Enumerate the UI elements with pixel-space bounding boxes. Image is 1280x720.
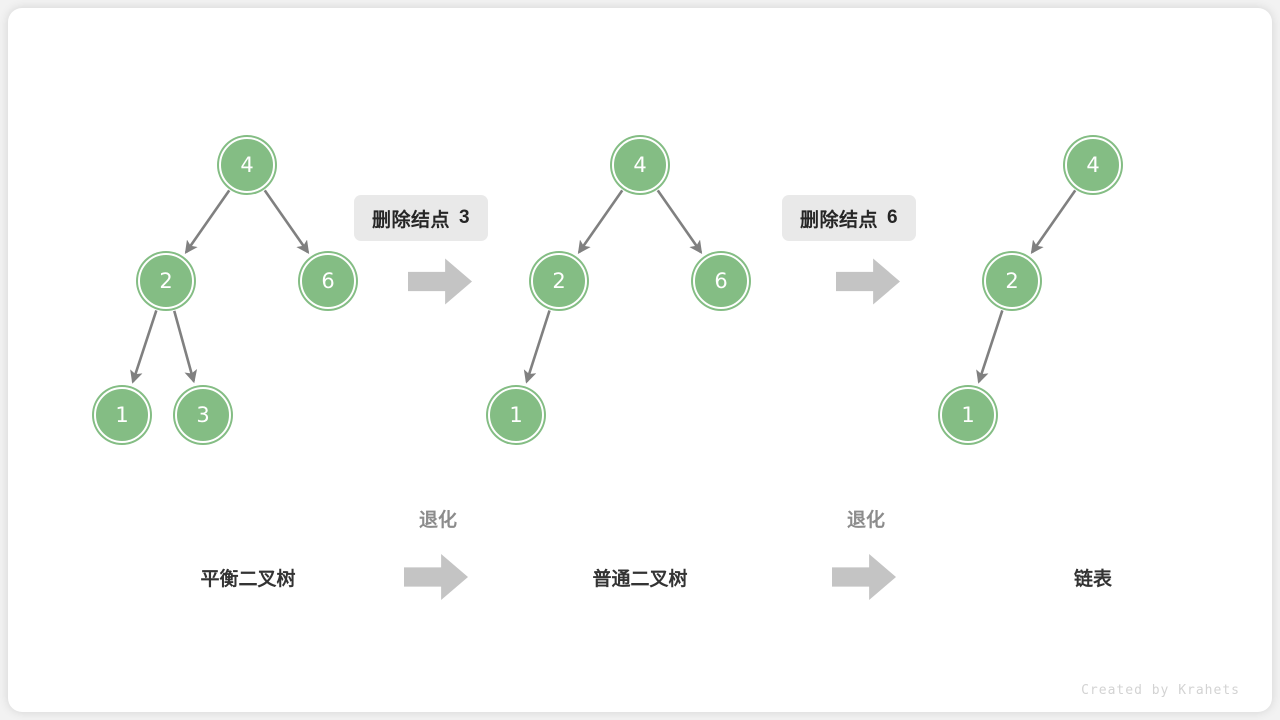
tree-caption-balanced-bst: 平衡二叉树 [200, 569, 296, 590]
degeneration-label-delete-3: 退化 [418, 510, 458, 531]
tree-edge-linked-list-4-2 [1030, 189, 1077, 255]
figure-card [8, 8, 1272, 712]
badge-number-delete-6: 6 [887, 207, 899, 228]
degeneration-label-delete-6: 退化 [846, 510, 886, 531]
tree-node-linked-list-1: 1 [940, 387, 996, 443]
tree-caption-ordinary-bst: 普通二叉树 [592, 569, 688, 590]
tree-node-balanced-bst-6: 6 [300, 253, 356, 309]
tree-node-balanced-bst-1: 1 [94, 387, 150, 443]
tree-node-ordinary-bst-2: 2 [531, 253, 587, 309]
tree-edge-balanced-bst-2-1 [130, 310, 158, 384]
tree-edge-balanced-bst-4-2 [184, 189, 231, 255]
tree-node-balanced-bst-4: 4 [219, 137, 275, 193]
tree-edge-ordinary-bst-4-2 [577, 189, 624, 255]
badge-number-delete-3: 3 [459, 207, 471, 228]
transition-badge-delete-3: 删除结点 3 [354, 195, 489, 241]
tree-node-linked-list-2: 2 [984, 253, 1040, 309]
tree-node-ordinary-bst-4: 4 [612, 137, 668, 193]
badge-label-delete-6: 删除结点 [800, 209, 879, 231]
badge-label-delete-3: 删除结点 [372, 209, 451, 231]
degeneration-arrow-delete-6 [832, 552, 896, 602]
tree-caption-linked-list: 链表 [1073, 569, 1113, 590]
tree-edge-ordinary-bst-2-1 [523, 310, 551, 384]
tree-node-ordinary-bst-1: 1 [488, 387, 544, 443]
tree-node-linked-list-4: 4 [1065, 137, 1121, 193]
transition-badge-delete-6: 删除结点 6 [782, 195, 917, 241]
transition-arrow-delete-3 [408, 253, 472, 310]
watermark: Created by Krahets [1081, 683, 1240, 698]
tree-node-balanced-bst-2: 2 [138, 253, 194, 309]
tree-edge-ordinary-bst-4-6 [656, 189, 703, 255]
tree-node-ordinary-bst-6: 6 [693, 253, 749, 309]
tree-edge-linked-list-2-1 [976, 310, 1004, 384]
tree-edge-balanced-bst-2-3 [172, 310, 198, 384]
transition-arrow-delete-6 [836, 253, 900, 310]
degeneration-arrow-delete-3 [404, 552, 468, 602]
tree-edge-balanced-bst-4-6 [263, 189, 310, 255]
tree-node-balanced-bst-3: 3 [175, 387, 231, 443]
